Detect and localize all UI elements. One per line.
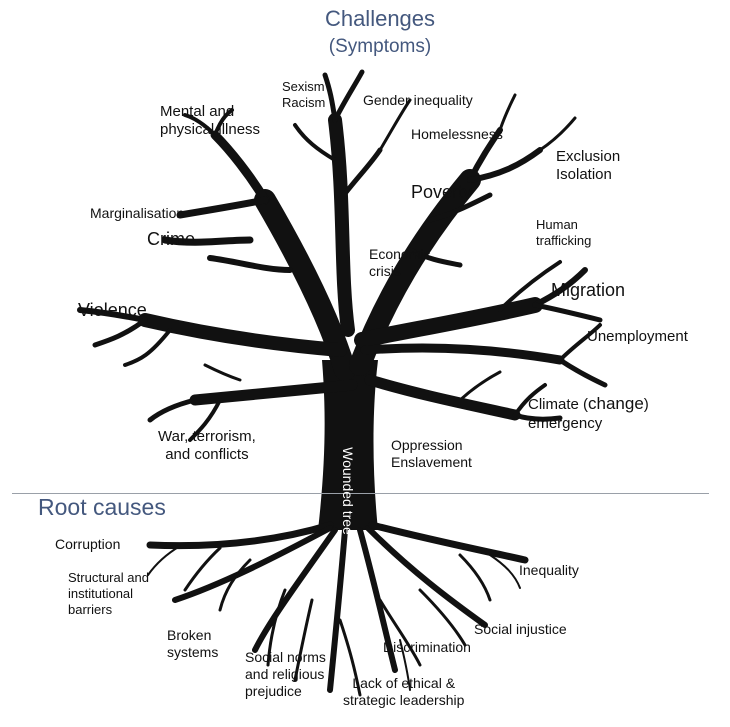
label-crime: Crime (147, 229, 195, 249)
label-homelessness: Homelessness (411, 126, 503, 142)
trunk-label: Wounded tree (340, 447, 356, 535)
label-gender-inequality: Gender inequality (363, 92, 473, 108)
label-climate-suffix: ) (643, 396, 649, 413)
label-corruption: Corruption (55, 536, 121, 552)
label-migration: Migration (551, 280, 626, 300)
label-climate-emergency: Climate (change) emergency (528, 394, 649, 433)
label-violence: Violence (78, 300, 147, 320)
label-economic-crisis: Economic crisis (369, 246, 431, 280)
label-social-norms-religious-prejudice: Social norms and religious prejudice (245, 649, 326, 700)
label-mental-physical-illness: Mental and physical illness (160, 103, 261, 139)
label-marginalisation: Marginalisation (90, 205, 185, 221)
root-causes-title: Root causes (38, 494, 166, 520)
label-oppression-enslavement: Oppression Enslavement (391, 437, 472, 471)
tree-roots (146, 521, 529, 697)
label-poverty: Poverty (411, 182, 473, 202)
label-human-trafficking: Human trafficking (536, 217, 592, 248)
diagram-title: Challenges (324, 6, 436, 31)
tree-branches (77, 69, 608, 442)
section-divider (12, 493, 709, 494)
label-war-terrorism-conflicts: War, terrorism, and conflicts (158, 428, 256, 464)
label-broken-systems: Broken systems (167, 627, 219, 661)
label-social-injustice: Social injustice (474, 621, 567, 637)
label-structural-institutional-barriers: Structural and institutional barriers (68, 570, 149, 617)
label-discrimination: Discrimination (383, 639, 471, 655)
tree-trunk (318, 360, 378, 530)
label-climate-prefix: Climate ( (528, 396, 589, 413)
label-unemployment: Unemployment (587, 328, 688, 345)
label-sexism-racism: Sexism Racism (282, 79, 326, 110)
label-exclusion-isolation: Exclusion Isolation (556, 148, 621, 184)
label-climate-line2: emergency (528, 414, 603, 432)
diagram-subtitle: (Symptoms) (328, 36, 432, 57)
label-climate-change: change (588, 394, 644, 413)
label-ethical-strategic-leadership: Lack of ethical & strategic leadership (343, 675, 465, 709)
label-inequality: Inequality (519, 562, 579, 578)
